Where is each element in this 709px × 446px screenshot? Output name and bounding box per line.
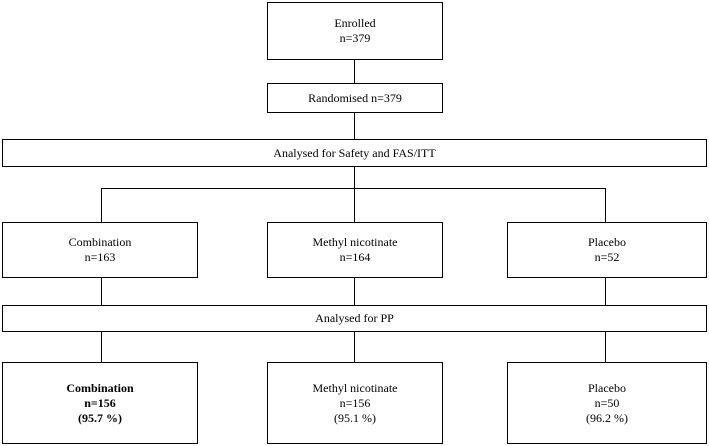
connector-methyl-pp xyxy=(354,278,355,305)
randomised-box: Randomised n=379 xyxy=(267,83,443,113)
connector-to-methyl xyxy=(354,188,355,222)
pp-box-methyl-nicotinate: Methyl nicotinate n=156 (95.1 %) xyxy=(267,362,443,444)
enrolled-count: n=379 xyxy=(339,31,371,45)
pp-group-percent: (96.2 %) xyxy=(586,410,628,425)
pp-group-percent: (95.7 %) xyxy=(78,410,122,425)
enrolled-label: Enrolled xyxy=(334,16,376,30)
randomised-label: Randomised n=379 xyxy=(308,90,402,105)
connector-placebo-pp xyxy=(605,278,606,305)
analysed-pp-label: Analysed for PP xyxy=(315,311,394,325)
connector-combination-pp xyxy=(101,278,102,305)
connector-to-placebo xyxy=(605,188,606,222)
connector-pp-methyl xyxy=(354,332,355,362)
pp-group-count: n=156 xyxy=(339,395,371,410)
group-name: Methyl nicotinate xyxy=(312,235,398,249)
group-count: n=163 xyxy=(84,250,116,264)
group-box-placebo: Placebo n=52 xyxy=(507,222,707,278)
connector-safety-split xyxy=(354,167,355,188)
pp-group-percent: (95.1 %) xyxy=(334,410,376,425)
group-name: Placebo xyxy=(588,235,626,249)
group-count: n=52 xyxy=(594,250,620,264)
pp-box-combination: Combination n=156 (95.7 %) xyxy=(2,362,198,444)
enrolled-box: Enrolled n=379 xyxy=(267,2,443,60)
connector-pp-combination xyxy=(101,332,102,362)
pp-group-name: Methyl nicotinate xyxy=(312,380,398,395)
pp-group-name: Placebo xyxy=(588,380,626,395)
connector-randomised-safety xyxy=(354,113,355,139)
analysed-safety-box: Analysed for Safety and FAS/ITT xyxy=(2,139,707,167)
group-box-combination: Combination n=163 xyxy=(2,222,198,278)
analysed-safety-label: Analysed for Safety and FAS/ITT xyxy=(273,145,436,160)
connector-pp-placebo xyxy=(605,332,606,362)
pp-box-placebo: Placebo n=50 (96.2 %) xyxy=(507,362,707,444)
pp-group-count: n=50 xyxy=(594,395,620,410)
pp-group-name: Combination xyxy=(66,380,134,395)
connector-to-combination xyxy=(101,188,102,222)
group-box-methyl-nicotinate: Methyl nicotinate n=164 xyxy=(267,222,443,278)
group-count: n=164 xyxy=(339,250,371,264)
pp-group-count: n=156 xyxy=(84,395,116,410)
connector-horizontal-top xyxy=(101,188,606,189)
group-name: Combination xyxy=(68,235,132,249)
connector-enrolled-randomised xyxy=(354,60,355,83)
analysed-pp-box: Analysed for PP xyxy=(2,305,707,332)
